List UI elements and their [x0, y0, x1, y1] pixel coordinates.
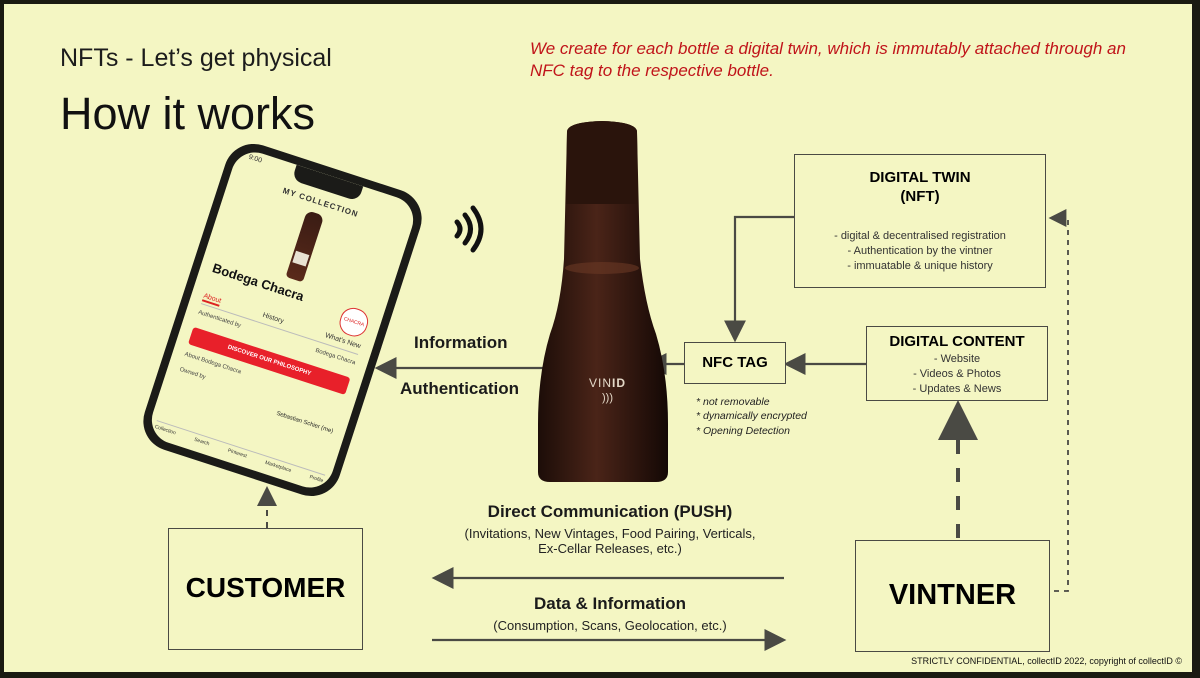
data-title: Data & Information	[533, 594, 687, 613]
footer-copyright: STRICTLY CONFIDENTIAL, collectID 2022, c…	[911, 656, 1182, 666]
phone-bottle-image	[285, 210, 325, 283]
information-label: Information	[414, 333, 508, 352]
nfc-notes: * not removable * dynamically encrypted …	[696, 395, 807, 438]
nav-collection[interactable]: Collection	[153, 423, 177, 437]
authentication-label: Authentication	[400, 379, 519, 398]
twin-item: - immuatable & unique history	[847, 259, 993, 272]
push-title: Direct Communication (PUSH)	[487, 502, 733, 521]
vintner-to-twin-arrow	[1048, 209, 1069, 592]
bottle-label: VINID	[589, 376, 626, 390]
wine-bottle	[538, 121, 668, 482]
nav-profile[interactable]: Profile	[308, 474, 324, 485]
nav-pinterest[interactable]: Pinterest	[226, 447, 248, 460]
digital-twin-subtitle: (NFT)	[900, 188, 940, 205]
owner-value: Sebastian Schier (me)	[275, 410, 334, 435]
phone-time: 9:00	[247, 153, 263, 165]
owned-by-label: Owned by	[178, 366, 207, 381]
nfc-tag-label: NFC TAG	[702, 354, 768, 371]
vintner-box: VINTNER	[855, 540, 1050, 652]
customer-box: CUSTOMER	[168, 528, 363, 650]
data-detail: (Consumption, Scans, Geolocation, etc.)	[493, 618, 727, 633]
content-item: - Updates & News	[912, 382, 1002, 395]
tab-about[interactable]: About	[201, 292, 223, 307]
bottle-brand-text: VIN	[589, 376, 613, 390]
twin-to-nfc-arrow	[724, 215, 794, 343]
push-detail-1: (Invitations, New Vintages, Food Pairing…	[464, 526, 756, 541]
nav-marketplace[interactable]: Marketplace	[264, 459, 292, 474]
digital-twin-title: DIGITAL TWIN	[869, 169, 971, 186]
push-detail-2: Ex-Cellar Releases, etc.)	[538, 541, 682, 556]
slide-title: How it works	[60, 88, 316, 139]
nav-search[interactable]: Search	[193, 436, 211, 448]
nfc-note: * not removable	[696, 396, 770, 408]
bottle-brand-suffix: ID	[612, 376, 627, 390]
customer-label: CUSTOMER	[185, 572, 346, 603]
digital-content-title: DIGITAL CONTENT	[889, 333, 1025, 350]
nfc-note: * dynamically encrypted	[696, 410, 807, 423]
push-text: Direct Communication (PUSH) (Invitations…	[420, 502, 800, 556]
slide-subtitle: NFTs - Let’s get physical	[60, 44, 332, 72]
slide: NFTs - Let’s get physical How it works W…	[4, 4, 1192, 672]
intro-note: We create for each bottle a digital twin…	[530, 39, 1126, 81]
digital-content-box: DIGITAL CONTENT - Website - Videos & Pho…	[866, 326, 1048, 401]
nfc-note: * Opening Detection	[696, 424, 790, 437]
twin-item: - digital & decentralised registration	[834, 230, 1006, 242]
tab-history[interactable]: History	[261, 311, 285, 326]
bottle-nfc-icon: )))	[602, 392, 613, 404]
nfc-tag-box: NFC TAG	[684, 342, 786, 384]
vintner-label: VINTNER	[888, 579, 1017, 611]
winery-badge: CHACRA	[336, 304, 372, 340]
digital-twin-box: DIGITAL TWIN (NFT) - digital & decentral…	[794, 154, 1046, 288]
content-item: - Website	[933, 353, 981, 365]
twin-item: - Authentication by the vintner	[847, 244, 993, 257]
nfc-waves-icon	[454, 205, 484, 253]
content-item: - Videos & Photos	[913, 367, 1001, 380]
data-text: Data & Information (Consumption, Scans, …	[420, 594, 800, 633]
